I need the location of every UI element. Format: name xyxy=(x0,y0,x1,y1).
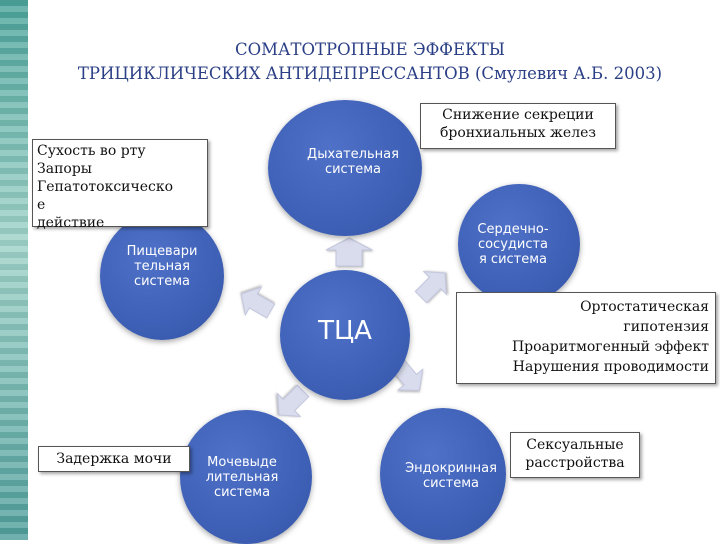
cardio-line-1: Сердечно- xyxy=(477,221,549,237)
digestive-system-node: Пищевари тельная система xyxy=(100,212,224,340)
cardio-effect-3: Проаритмогенный эффект xyxy=(511,339,709,355)
respiratory-line-2: система xyxy=(324,162,382,177)
urinary-effects-box: Задержка мочи xyxy=(38,446,190,472)
endocrine-line-1: Эндокринная xyxy=(405,461,497,476)
endocrine-line-2: система xyxy=(422,476,480,491)
cardio-line-3: я система xyxy=(478,251,548,267)
respiratory-line-1: Дыхательная xyxy=(307,147,399,162)
cardio-effect-2: гипотензия xyxy=(623,319,709,335)
digestive-effect-1: Сухость во рту xyxy=(37,143,146,159)
urinary-line-2: лительная xyxy=(205,469,279,485)
urinary-effect-1: Задержка мочи xyxy=(56,451,172,467)
cardio-line-2: сосудиста xyxy=(477,236,549,252)
respiratory-effect-2: бронхиальных желез xyxy=(439,125,597,141)
page-title: СОМАТОТРОПНЫЕ ЭФФЕКТЫ ТРИЦИКЛИЧЕСКИХ АНТ… xyxy=(40,38,700,86)
cardio-effect-4: Нарушения проводимости xyxy=(512,359,709,375)
decorative-stripe-pattern xyxy=(0,0,28,540)
respiratory-effect-1: Снижение секреции xyxy=(442,107,594,123)
arrow-down-left xyxy=(277,384,310,417)
urinary-line-1: Мочевыде xyxy=(207,454,277,470)
urinary-system-node: Мочевыде лительная система xyxy=(180,410,312,544)
endocrine-effect-2: расстройства xyxy=(525,455,625,471)
endocrine-system-node: Эндокринная система xyxy=(380,408,506,540)
endocrine-effects-box: Сексуальные расстройства xyxy=(510,432,640,478)
respiratory-effects-box: Снижение секреции бронхиальных желез xyxy=(420,103,616,149)
digestive-line-1: Пищевари xyxy=(126,243,198,259)
cardio-system-node: Сердечно- сосудиста я система xyxy=(458,184,580,304)
digestive-effect-4: е xyxy=(37,197,46,213)
digestive-line-2: тельная xyxy=(134,258,190,274)
arrow-left xyxy=(240,286,276,319)
digestive-line-3: система xyxy=(133,273,191,289)
endocrine-effect-1: Сексуальные xyxy=(526,437,624,453)
cardio-effect-1: Ортостатическая xyxy=(580,299,709,315)
title-line-2: ТРИЦИКЛИЧЕСКИХ АНТИДЕПРЕССАНТОВ (Смулеви… xyxy=(77,64,663,83)
digestive-effect-3: Гепатотоксическо xyxy=(37,179,174,195)
arrow-up xyxy=(325,237,373,267)
tca-label: ТЦА xyxy=(318,316,372,346)
digestive-effect-2: Запоры xyxy=(37,161,92,177)
title-line-1: СОМАТОТРОПНЫЕ ЭФФЕКТЫ xyxy=(234,40,506,59)
arrow-up-right xyxy=(414,271,447,304)
respiratory-system-node: Дыхательная система xyxy=(268,100,422,236)
cardio-effects-box: Ортостатическая гипотензия Проаритмогенн… xyxy=(456,292,716,384)
tca-center-node: ТЦА xyxy=(280,270,410,400)
decorative-stripe xyxy=(0,0,28,540)
digestive-effect-5: действие xyxy=(37,215,105,231)
urinary-line-3: система xyxy=(213,484,271,500)
digestive-effects-box: Сухость во рту Запоры Гепатотоксическо е… xyxy=(32,139,208,231)
